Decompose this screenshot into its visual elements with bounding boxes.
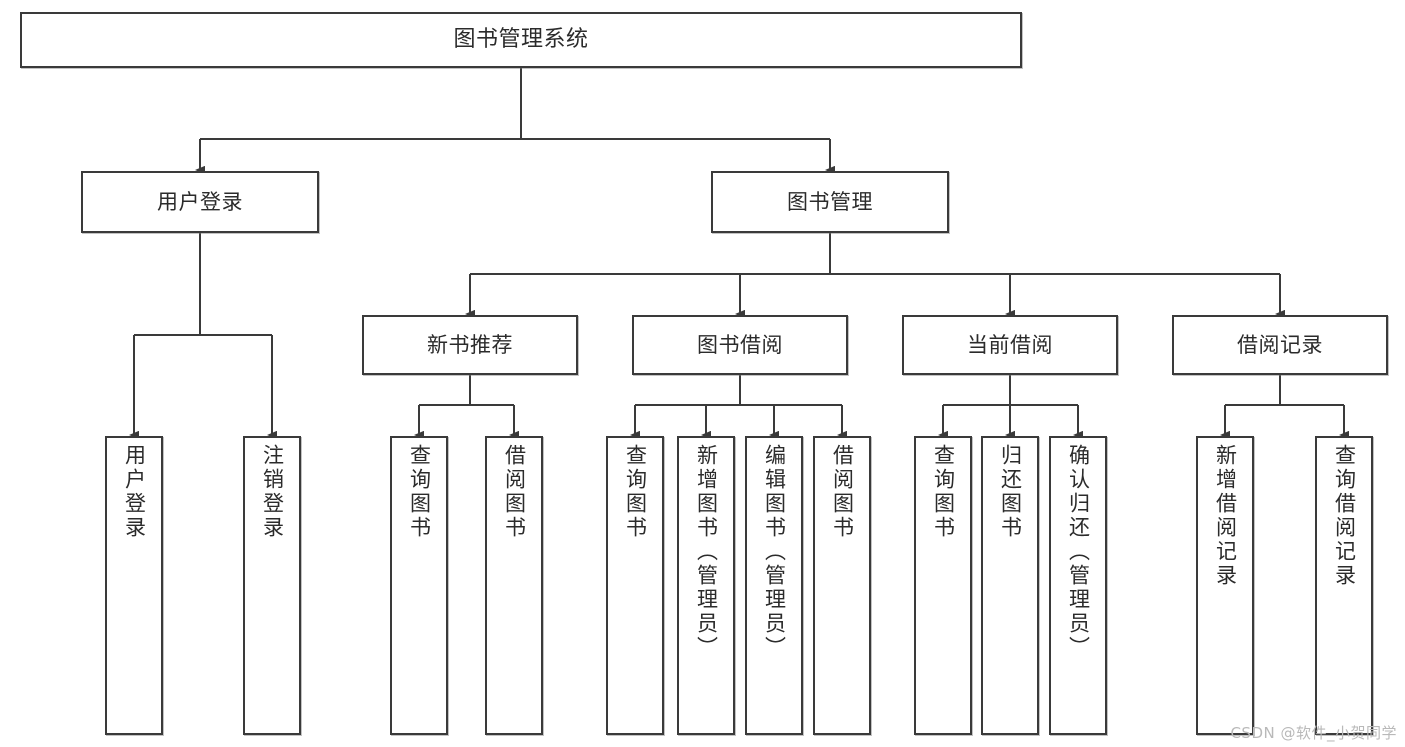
node-label: 图书借阅 xyxy=(697,332,783,357)
node-root[interactable]: 图书管理系统 xyxy=(20,12,1022,68)
node-l_return[interactable]: 归还图书 xyxy=(981,436,1039,735)
node-label: 用户登录 xyxy=(122,444,147,540)
edges xyxy=(129,68,1349,440)
node-label: 图书管理 xyxy=(787,189,873,214)
node-label: 查询图书 xyxy=(407,444,432,540)
node-login[interactable]: 用户登录 xyxy=(81,171,319,233)
node-label: 归还图书 xyxy=(998,444,1023,540)
watermark-text: CSDN @软件_小贺同学 xyxy=(1230,724,1397,742)
node-l_borrow1[interactable]: 借阅图书 xyxy=(485,436,543,735)
node-l_confirm[interactable]: 确认归还（管理员） xyxy=(1049,436,1107,735)
node-label: 借阅图书 xyxy=(502,444,527,540)
node-label: 查询借阅记录 xyxy=(1332,444,1357,588)
node-l_borrow2[interactable]: 借阅图书 xyxy=(813,436,871,735)
node-label: 查询图书 xyxy=(623,444,648,540)
node-label: 新增借阅记录 xyxy=(1213,444,1238,588)
node-label: 新增图书（管理员） xyxy=(694,444,719,660)
node-l_userlogin[interactable]: 用户登录 xyxy=(105,436,163,735)
node-l_queryrecord[interactable]: 查询借阅记录 xyxy=(1315,436,1373,735)
node-label: 查询图书 xyxy=(931,444,956,540)
node-label: 借阅记录 xyxy=(1237,332,1323,357)
node-borrow[interactable]: 图书借阅 xyxy=(632,315,848,375)
node-l_query2[interactable]: 查询图书 xyxy=(606,436,664,735)
node-label: 当前借阅 xyxy=(967,332,1053,357)
node-current[interactable]: 当前借阅 xyxy=(902,315,1118,375)
node-l_editbook[interactable]: 编辑图书（管理员） xyxy=(745,436,803,735)
node-label: 图书管理系统 xyxy=(453,27,589,53)
node-l_logout[interactable]: 注销登录 xyxy=(243,436,301,735)
node-l_addrecord[interactable]: 新增借阅记录 xyxy=(1196,436,1254,735)
node-label: 编辑图书（管理员） xyxy=(762,444,787,660)
node-label: 注销登录 xyxy=(260,444,285,540)
node-label: 借阅图书 xyxy=(830,444,855,540)
node-bookmgmt[interactable]: 图书管理 xyxy=(711,171,949,233)
node-label: 用户登录 xyxy=(157,189,243,214)
node-l_addbook[interactable]: 新增图书（管理员） xyxy=(677,436,735,735)
node-l_query1[interactable]: 查询图书 xyxy=(390,436,448,735)
node-records[interactable]: 借阅记录 xyxy=(1172,315,1388,375)
node-label: 确认归还（管理员） xyxy=(1066,444,1091,660)
node-label: 新书推荐 xyxy=(427,332,513,357)
node-l_query3[interactable]: 查询图书 xyxy=(914,436,972,735)
node-newbook[interactable]: 新书推荐 xyxy=(362,315,578,375)
